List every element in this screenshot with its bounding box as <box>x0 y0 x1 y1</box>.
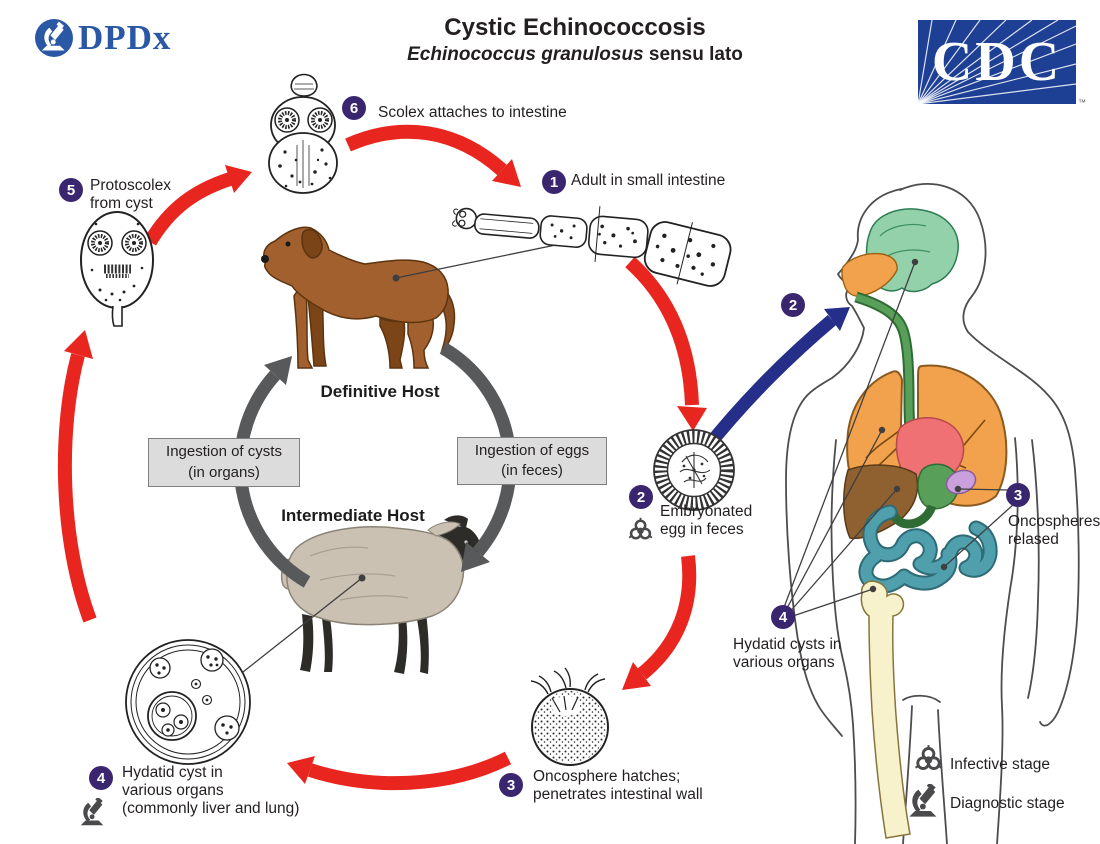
stage-badge-1: 1 <box>542 170 566 194</box>
stage-badge-6: 6 <box>342 96 366 120</box>
ingestion-eggs-line2: (in feces) <box>501 462 563 479</box>
biohazard-icon <box>626 515 655 544</box>
stage-4-cycle-label: Hydatid cyst in various organs (commonly… <box>122 764 299 818</box>
stage-4-line1: Hydatid cyst in <box>122 764 223 781</box>
human-stage-3-label: Oncospheres relased <box>1008 513 1100 549</box>
blue-ingestion-arrow <box>699 307 850 455</box>
red-cycle-arrows <box>57 124 707 791</box>
stage-4-line2: various organs <box>122 781 224 799</box>
human-stage-3-line1: Oncospheres <box>1008 513 1100 530</box>
human-stage-4-line1: Hydatid cysts in <box>733 636 842 653</box>
dpdx-logo-text: DPDx <box>78 18 172 57</box>
stage-badge-2-human: 2 <box>781 293 805 317</box>
ingestion-cysts-line2: (in organs) <box>188 463 260 481</box>
human-organs <box>841 208 1008 839</box>
oncosphere-illustration <box>530 667 609 766</box>
scolex-illustration <box>268 73 338 194</box>
cdc-logo: CDC <box>918 20 1076 104</box>
stage-1-label: Adult in small intestine <box>571 172 726 189</box>
ingestion-cysts-line1: Ingestion of cysts <box>166 443 282 461</box>
diagram-title-block: Cystic Echinococcosis Echinococcus granu… <box>330 14 820 66</box>
intestines <box>858 504 998 594</box>
egg-illustration <box>653 429 735 511</box>
intermediate-host-label: Intermediate Host <box>281 506 425 525</box>
stage-3-line2: penetrates intestinal wall <box>533 785 703 803</box>
human-stage-4-label: Hydatid cysts in various organs <box>733 636 842 672</box>
legend-infective-label: Infective stage <box>950 756 1050 773</box>
species-name: Echinococcus granulosus <box>407 44 644 65</box>
human-stage-4-line2: various organs <box>733 653 835 671</box>
stage-3-line1: Oncosphere hatches; <box>533 768 681 785</box>
legend-microscope-icon <box>906 784 942 820</box>
stage-3-cycle-label: Oncosphere hatches; penetrates intestina… <box>533 768 703 804</box>
dog-illustration <box>261 226 456 369</box>
stage-2-cycle-label: Embryonated egg in feces <box>660 503 752 539</box>
stage-6-label: Scolex attaches to intestine <box>378 104 567 121</box>
human-stage-3-line2: relased <box>1008 530 1059 548</box>
definitive-host-label: Definitive Host <box>320 382 440 401</box>
legend-diagnostic-label: Diagnostic stage <box>950 795 1065 812</box>
sheep-illustration <box>280 515 481 674</box>
dpdx-microscope-icon <box>35 19 73 57</box>
spleen <box>945 469 977 495</box>
connector-lines <box>242 240 1015 673</box>
stage-badge-4-human: 4 <box>771 605 795 629</box>
stage-5-line2: from cyst <box>90 194 153 212</box>
ingestion-cysts-box: Ingestion of cysts (in organs) <box>148 438 300 487</box>
stage-5-line1: Protoscolex <box>90 177 171 194</box>
dpdx-logo: DPDx <box>34 18 171 58</box>
page-title: Cystic Echinococcosis <box>444 14 706 41</box>
page-subtitle: Echinococcus granulosus sensu lato <box>330 44 820 66</box>
cdc-logo-rays <box>918 20 1076 104</box>
stage-badge-5: 5 <box>59 178 83 202</box>
ingestion-eggs-box: Ingestion of eggs (in feces) <box>457 437 607 485</box>
stage-badge-3-human: 3 <box>1006 483 1030 507</box>
femur-bone <box>860 580 911 839</box>
stage-5-label: Protoscolex from cyst <box>90 177 171 213</box>
cdc-logo-text: CDC <box>931 31 1063 93</box>
microscope-icon <box>78 798 108 828</box>
human-body-outline <box>785 183 1080 844</box>
subtitle-suffix: sensu lato <box>643 44 743 65</box>
legend-biohazard-icon <box>912 742 945 775</box>
protoscolex-illustration <box>80 211 154 327</box>
nasal-cavity <box>841 252 898 297</box>
stage-2-line1: Embryonated <box>660 503 753 520</box>
stage-4-line3: (commonly liver and lung) <box>122 799 300 817</box>
stage-badge-3-cycle: 3 <box>499 773 523 797</box>
stage-badge-4-cycle: 4 <box>89 766 113 790</box>
stomach <box>917 463 959 510</box>
hydatid-cyst-illustration <box>125 639 251 765</box>
stage-2-line2: egg in feces <box>660 520 744 538</box>
cdc-trademark: ™ <box>1078 98 1086 107</box>
ingestion-eggs-line1: Ingestion of eggs <box>474 441 590 459</box>
adult-worm-illustration <box>452 206 732 287</box>
stage-badge-2-cycle: 2 <box>629 485 653 509</box>
